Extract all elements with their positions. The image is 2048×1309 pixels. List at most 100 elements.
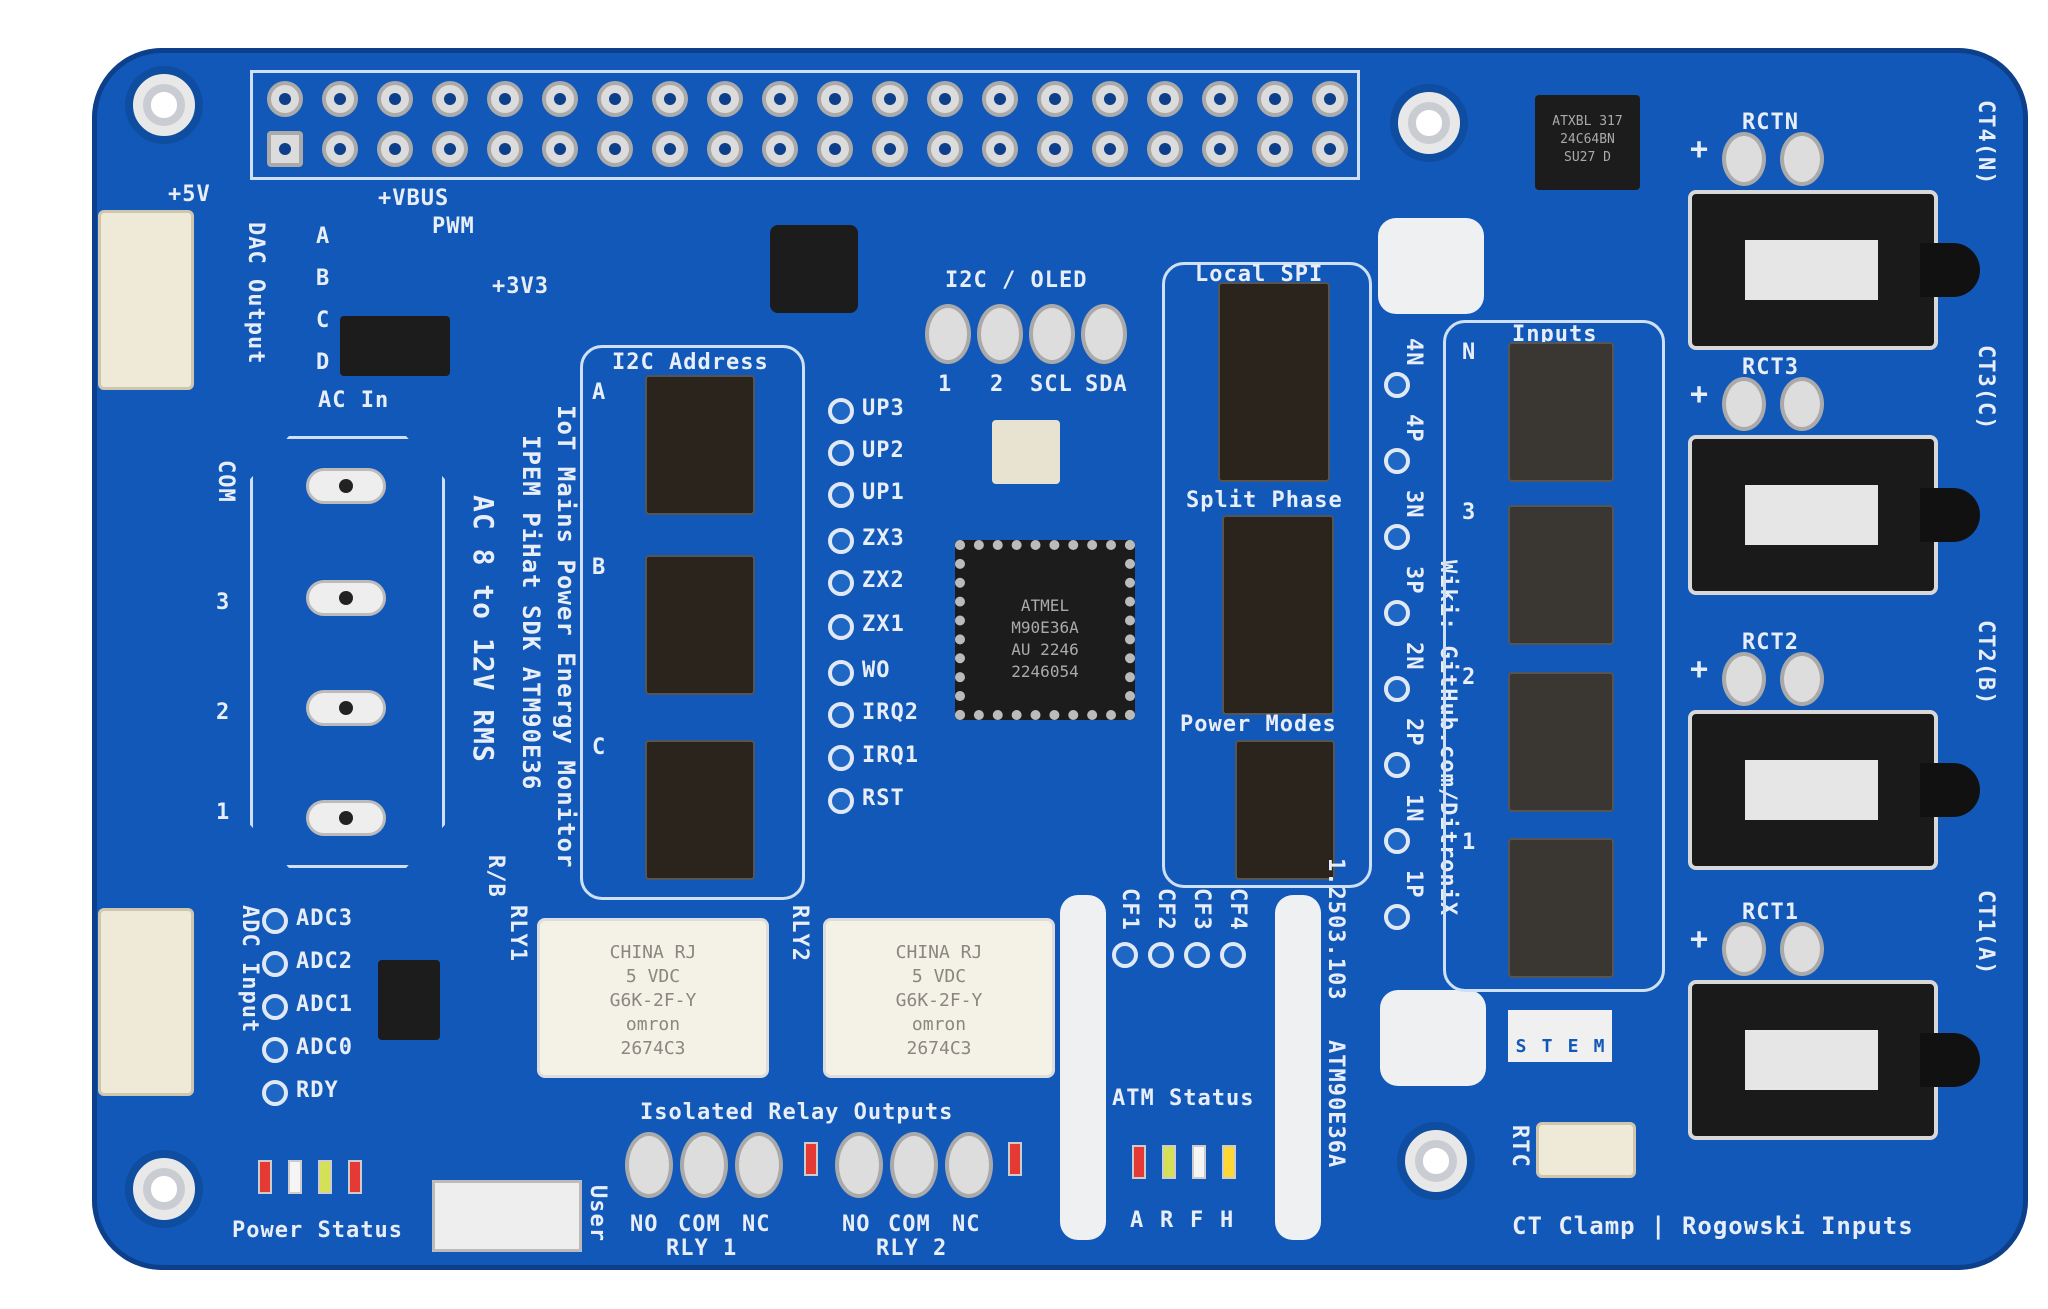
switch-toggle[interactable] (647, 557, 753, 573)
rct-pad[interactable] (1780, 132, 1824, 186)
header-pin[interactable] (542, 81, 578, 117)
switch-toggle[interactable] (1510, 507, 1612, 523)
rct-pad[interactable] (1722, 922, 1766, 976)
switch-toggle[interactable] (1510, 707, 1612, 723)
switch-toggle[interactable] (1220, 284, 1328, 301)
switch-toggle[interactable] (1224, 584, 1332, 601)
header-pin[interactable] (652, 131, 688, 167)
adc-pad[interactable] (262, 1080, 288, 1106)
ct-audio-jack[interactable] (1688, 435, 1980, 595)
switch-toggle[interactable] (1510, 723, 1612, 739)
terminal-slot[interactable] (306, 690, 386, 726)
header-pin[interactable] (487, 81, 523, 117)
header-pin[interactable] (597, 81, 633, 117)
switch-toggle[interactable] (1510, 540, 1612, 556)
rct-pad[interactable] (1780, 377, 1824, 431)
header-pin[interactable] (1257, 81, 1293, 117)
switch-toggle[interactable] (1220, 334, 1328, 351)
terminal-slot[interactable] (306, 580, 386, 616)
terminal-slot[interactable] (306, 800, 386, 836)
header-pin[interactable] (707, 81, 743, 117)
switch-toggle[interactable] (1510, 840, 1612, 856)
switch-toggle[interactable] (1510, 889, 1612, 905)
phase-pad[interactable] (1384, 524, 1410, 550)
header-pin[interactable] (927, 131, 963, 167)
header-pin[interactable] (267, 131, 303, 167)
i2c-dip-switch-c[interactable] (645, 740, 755, 880)
ct-audio-jack[interactable] (1688, 710, 1980, 870)
switch-toggle[interactable] (1510, 674, 1612, 690)
switch-toggle[interactable] (1237, 791, 1333, 807)
test-point-pad[interactable] (828, 788, 854, 814)
switch-toggle[interactable] (647, 426, 753, 442)
phase-pad[interactable] (1384, 904, 1410, 930)
switch-toggle[interactable] (1237, 742, 1333, 758)
adc-pad[interactable] (262, 908, 288, 934)
header-pin[interactable] (1147, 131, 1183, 167)
header-pin[interactable] (982, 131, 1018, 167)
cf-pad[interactable] (1148, 942, 1174, 968)
ct-audio-jack[interactable] (1688, 190, 1980, 350)
switch-toggle[interactable] (647, 791, 753, 807)
header-pin[interactable] (542, 131, 578, 167)
switch-toggle[interactable] (1224, 517, 1332, 534)
header-pin[interactable] (1312, 131, 1348, 167)
test-point-pad[interactable] (828, 482, 854, 508)
switch-toggle[interactable] (647, 758, 753, 774)
header-pin[interactable] (1257, 131, 1293, 167)
switch-toggle[interactable] (1220, 368, 1328, 385)
header-pin[interactable] (872, 81, 908, 117)
header-pin[interactable] (762, 81, 798, 117)
header-pin[interactable] (927, 81, 963, 117)
switch-toggle[interactable] (1224, 551, 1332, 568)
switch-toggle[interactable] (1510, 393, 1612, 409)
switch-toggle[interactable] (1510, 690, 1612, 706)
switch-toggle[interactable] (1220, 318, 1328, 335)
rct-pad[interactable] (1780, 922, 1824, 976)
switch-toggle[interactable] (647, 742, 753, 758)
switch-toggle[interactable] (1510, 856, 1612, 872)
adc-input-connector[interactable] (98, 908, 194, 1096)
switch-toggle[interactable] (1510, 360, 1612, 376)
rct-pad[interactable] (1722, 377, 1766, 431)
dac-output-connector[interactable] (98, 210, 194, 390)
switch-toggle[interactable] (1224, 601, 1332, 618)
switch-toggle[interactable] (647, 573, 753, 589)
test-point-pad[interactable] (828, 440, 854, 466)
header-pin[interactable] (872, 131, 908, 167)
switch-toggle[interactable] (1220, 351, 1328, 368)
cf-pad[interactable] (1184, 942, 1210, 968)
header-pin[interactable] (1092, 81, 1128, 117)
header-pin[interactable] (487, 131, 523, 167)
switch-toggle[interactable] (1510, 556, 1612, 572)
test-point-pad[interactable] (828, 614, 854, 640)
switch-toggle[interactable] (1510, 344, 1612, 360)
test-point-pad[interactable] (828, 702, 854, 728)
adc-pad[interactable] (262, 951, 288, 977)
relay1-terminal[interactable] (625, 1132, 785, 1198)
header-pin[interactable] (762, 131, 798, 167)
power-modes-dip-switch[interactable] (1235, 740, 1335, 880)
header-pin[interactable] (1037, 131, 1073, 167)
header-pin[interactable] (1092, 131, 1128, 167)
switch-toggle[interactable] (1237, 758, 1333, 774)
oled-header[interactable] (925, 304, 1127, 364)
input-1-dip-switch[interactable] (1508, 838, 1614, 978)
header-pin[interactable] (432, 81, 468, 117)
header-pin[interactable] (1147, 81, 1183, 117)
switch-toggle[interactable] (1510, 873, 1612, 889)
switch-toggle[interactable] (647, 377, 753, 393)
header-pin[interactable] (377, 81, 413, 117)
ct-audio-jack[interactable] (1688, 980, 1980, 1140)
cf-pad[interactable] (1112, 942, 1138, 968)
phase-pad[interactable] (1384, 676, 1410, 702)
switch-toggle[interactable] (1220, 301, 1328, 318)
i2c-dip-switch-a[interactable] (645, 375, 755, 515)
switch-toggle[interactable] (1510, 523, 1612, 539)
header-pin[interactable] (652, 81, 688, 117)
switch-toggle[interactable] (647, 410, 753, 426)
phase-pad[interactable] (1384, 448, 1410, 474)
header-pin[interactable] (817, 81, 853, 117)
cf-pad[interactable] (1220, 942, 1246, 968)
header-pin[interactable] (267, 81, 303, 117)
